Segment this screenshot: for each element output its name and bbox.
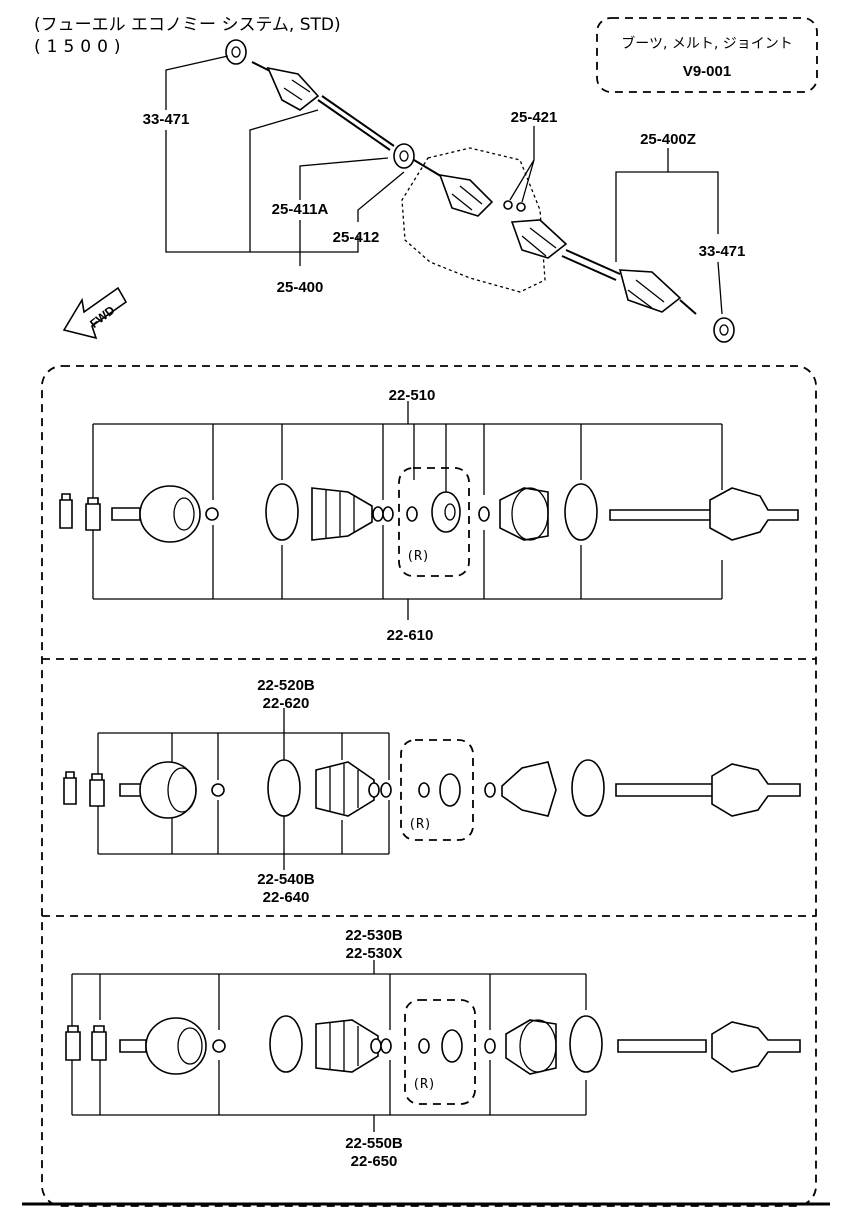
damper-part-3[interactable] — [441, 1029, 463, 1063]
damper-part-2[interactable] — [439, 773, 461, 807]
fwd-arrow-icon: FWD — [62, 286, 128, 340]
right-driveshaft-part[interactable] — [510, 219, 697, 315]
clip-part[interactable] — [503, 200, 526, 212]
transaxle-outline — [401, 147, 546, 293]
shaft-part-2[interactable] — [615, 763, 801, 817]
boot-band-part[interactable] — [265, 483, 299, 541]
panel-2: 22-520B 22-620 22-540B 22-640 (R) — [63, 677, 801, 906]
band-part-3[interactable] — [370, 1038, 496, 1054]
outer-joint-part-2[interactable] — [119, 761, 197, 819]
top-leader-lines — [165, 55, 723, 315]
outer-joint-part-3[interactable] — [119, 1017, 207, 1075]
snap-ring-part-2[interactable] — [211, 783, 225, 797]
header-title-line1: (フューエル エコノミー システム, STD) — [34, 15, 341, 35]
boot-band-part-2[interactable] — [564, 483, 598, 541]
outer-joint-part[interactable] — [111, 485, 201, 543]
label-25-421[interactable]: 25-421 — [511, 109, 558, 126]
snap-ring-part-3[interactable] — [212, 1039, 226, 1053]
panel2-label-22-620[interactable]: 22-620 — [263, 695, 310, 712]
panel2-label-22-640[interactable]: 22-640 — [263, 889, 310, 906]
panel1-label-22-510[interactable]: 22-510 — [389, 387, 436, 404]
shaft-part-3[interactable] — [617, 1021, 801, 1073]
reference-box-code[interactable]: V9-001 — [683, 63, 731, 80]
grease-part-2[interactable] — [63, 771, 105, 807]
panel2-r-mark: (R) — [408, 817, 431, 832]
boot-band-part-6[interactable] — [569, 1015, 603, 1073]
panel-3: 22-530B 22-530X 22-550B 22-650 (R) — [65, 927, 801, 1170]
reference-box[interactable] — [596, 17, 818, 93]
label-33-471-left[interactable]: 33-471 — [143, 111, 190, 128]
panel3-label-22-530b[interactable]: 22-530B — [345, 927, 403, 944]
panel2-label-22-520b[interactable]: 22-520B — [257, 677, 315, 694]
label-25-400z[interactable]: 25-400Z — [640, 131, 696, 148]
left-driveshaft-part[interactable] — [251, 61, 494, 217]
panel1-r-mark: (R) — [406, 549, 429, 564]
label-25-412[interactable]: 25-412 — [333, 229, 380, 246]
label-25-411a[interactable]: 25-411A — [272, 201, 329, 218]
label-25-400[interactable]: 25-400 — [277, 279, 324, 296]
panel3-label-22-650[interactable]: 22-650 — [351, 1153, 398, 1170]
shaft-part[interactable] — [609, 487, 799, 541]
panel-1: 22-510 22-610 (R) — [59, 387, 799, 644]
kit-frame — [41, 365, 817, 1207]
left-dust-cap-part[interactable] — [225, 39, 247, 65]
boot-band-part-3[interactable] — [267, 759, 301, 817]
label-33-471-right[interactable]: 33-471 — [699, 243, 746, 260]
boot-part[interactable] — [311, 487, 373, 541]
panel2-label-22-540b[interactable]: 22-540B — [257, 871, 315, 888]
reference-box-caption: ブーツ, メルト, ジョイント — [621, 35, 793, 52]
panel1-label-22-610[interactable]: 22-610 — [387, 627, 434, 644]
band-part-2[interactable] — [368, 782, 496, 798]
boot-band-part-5[interactable] — [269, 1015, 303, 1073]
panel3-label-22-530x[interactable]: 22-530X — [346, 945, 403, 962]
inner-boot-part[interactable] — [499, 487, 549, 541]
boot-part-3[interactable] — [315, 1019, 379, 1073]
grease-part-3[interactable] — [65, 1025, 107, 1061]
boot-band-part-4[interactable] — [571, 759, 605, 817]
snap-ring-part[interactable] — [205, 507, 219, 521]
band-part[interactable] — [372, 506, 490, 522]
boot-part-2[interactable] — [315, 761, 375, 817]
damper-part[interactable] — [431, 491, 461, 533]
panel3-label-22-550b[interactable]: 22-550B — [345, 1135, 403, 1152]
inner-boot-part-2[interactable] — [501, 761, 557, 817]
grease-part[interactable] — [59, 493, 101, 531]
inner-boot-part-3[interactable] — [505, 1019, 557, 1075]
right-dust-cap-part[interactable] — [713, 317, 735, 343]
header-title-line2: (1500) — [34, 37, 127, 57]
panel3-r-mark: (R) — [412, 1077, 435, 1092]
